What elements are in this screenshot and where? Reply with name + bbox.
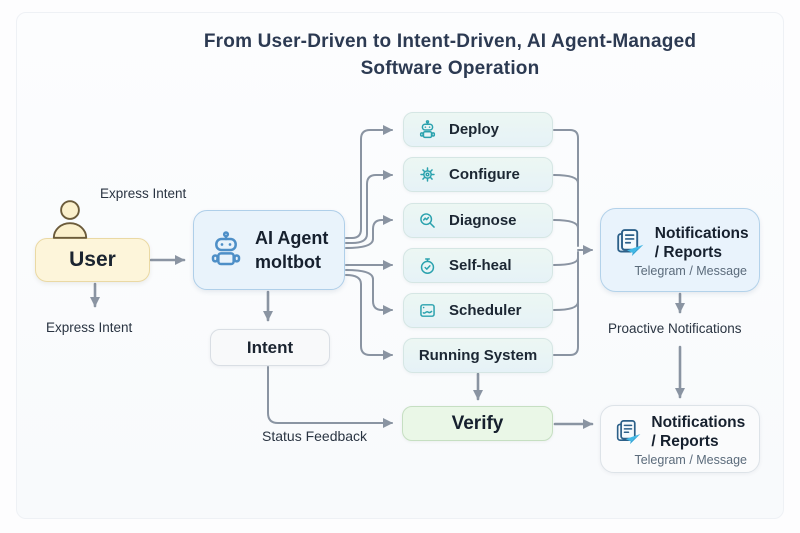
connector-agent-scheduler xyxy=(345,269,393,315)
notifications-top-node: Notifications / Reports Telegram / Messa… xyxy=(600,208,760,292)
user-label: User xyxy=(69,248,116,271)
report-paper-plane-icon xyxy=(616,419,641,444)
verify-node: Verify xyxy=(402,406,553,441)
operation-label: Running System xyxy=(418,347,538,364)
connector-configure-notifications xyxy=(553,174,579,245)
connector-agent-deploy xyxy=(345,125,393,239)
operation-deploy: Deploy xyxy=(403,112,553,147)
operation-scheduler: Scheduler xyxy=(403,293,553,328)
title-line-1: From User-Driven to Intent-Driven, AI Ag… xyxy=(203,31,697,52)
diagram-title: From User-Driven to Intent-Driven, AI Ag… xyxy=(90,28,800,82)
connector-deploy-notifications xyxy=(553,129,579,247)
connector-running-notifications xyxy=(553,255,579,356)
express-intent-top-label: Express Intent xyxy=(100,186,187,201)
stopwatch-icon xyxy=(420,257,435,274)
proactive-notifications-label: Proactive Notifications xyxy=(608,321,742,336)
notifications-subtitle: Telegram / Message xyxy=(634,264,747,278)
robot-icon xyxy=(211,231,241,266)
notifications-title: Notifications / Reports xyxy=(654,225,749,261)
connector-intent-verify xyxy=(267,366,393,428)
operation-label: Self-heal xyxy=(449,257,512,274)
connector-diagnose-notifications xyxy=(553,219,579,244)
gear-icon xyxy=(420,167,435,182)
operation-label: Configure xyxy=(449,166,520,183)
operation-configure: Configure xyxy=(403,157,553,192)
verify-label: Verify xyxy=(451,412,504,434)
express-intent-bottom-label: Express Intent xyxy=(46,320,133,335)
operation-self-heal: Self-heal xyxy=(403,248,553,283)
notifications-bottom-node: Notifications / Reports Telegram / Messa… xyxy=(600,405,760,473)
operation-running-system: Running System xyxy=(403,338,553,373)
connector-agent-configure xyxy=(345,170,393,244)
user-node: User xyxy=(35,238,150,282)
notifications-title: Notifications / Reports xyxy=(651,414,746,450)
ai-agent-node: AI Agent moltbot xyxy=(193,210,345,290)
title-line-2: Software Operation xyxy=(360,58,540,79)
connector-agent-diagnose xyxy=(345,215,393,249)
operation-label: Scheduler xyxy=(449,302,522,319)
notifications-subtitle: Telegram / Message xyxy=(634,453,747,467)
magnifier-icon xyxy=(420,213,435,228)
person-icon xyxy=(52,200,88,239)
operation-label: Diagnose xyxy=(449,212,517,229)
window-icon xyxy=(420,304,435,317)
robot-icon xyxy=(419,119,436,138)
connector-selfheal-notifications xyxy=(553,251,579,266)
operation-diagnose: Diagnose xyxy=(403,203,553,238)
ai-agent-label: AI Agent moltbot xyxy=(255,226,328,274)
intent-node: Intent xyxy=(210,329,330,366)
report-paper-plane-icon xyxy=(617,229,644,256)
connector-agent-running xyxy=(345,274,393,360)
ai-agent-line-1: AI Agent xyxy=(255,228,329,248)
intent-label: Intent xyxy=(246,337,294,357)
status-feedback-label: Status Feedback xyxy=(262,428,368,444)
ai-agent-line-2: moltbot xyxy=(255,252,321,272)
operation-label: Deploy xyxy=(449,121,500,138)
